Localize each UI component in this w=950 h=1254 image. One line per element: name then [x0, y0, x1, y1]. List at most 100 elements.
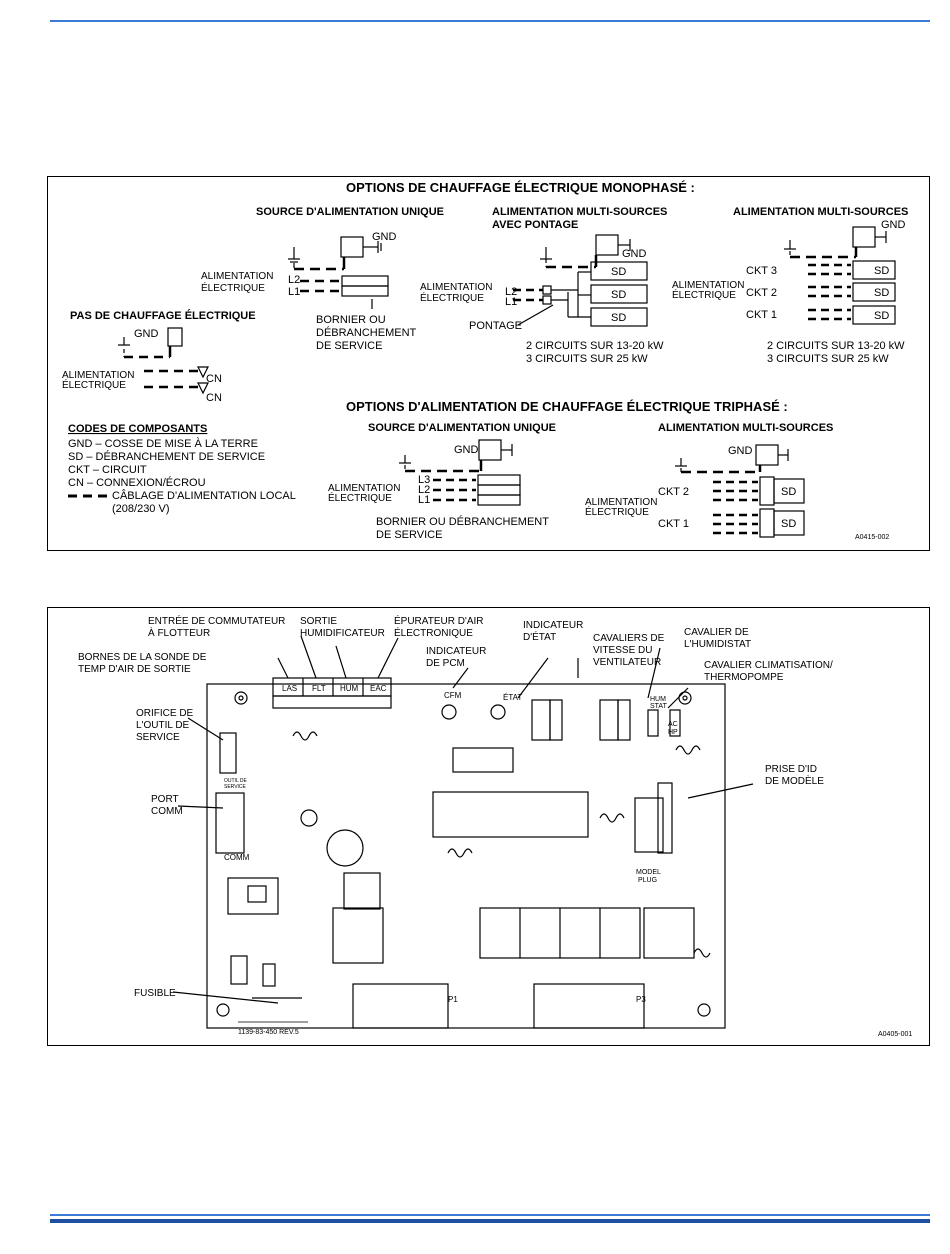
- multi-source-label: ALIMENTATION MULTI-SOURCES: [733, 206, 908, 218]
- three-phase-title: OPTIONS D'ALIMENTATION DE CHAUFFAGE ÉLEC…: [346, 399, 788, 414]
- board-outline: [206, 683, 726, 1029]
- supply-label-2: ÉLECTRIQUE: [201, 281, 265, 294]
- bridge-supply-1: ALIMENTATION: [420, 282, 492, 293]
- board-hum: HUM: [340, 684, 359, 693]
- ac-hp-jumper-label-2: THERMOPOMPE: [704, 672, 784, 683]
- codes-title: CODES DE COMPOSANTS: [68, 423, 207, 435]
- three-single-label: SOURCE D'ALIMENTATION UNIQUE: [368, 422, 556, 434]
- fuse-label: FUSIBLE: [134, 988, 176, 999]
- float-switch-label-1: ENTRÉE DE COMMUTATEUR: [148, 614, 285, 627]
- three-sd-1: SD: [781, 518, 796, 530]
- board-outil-1: OUTIL DE: [224, 778, 248, 784]
- probe-label-2: TEMP D'AIR DE SORTIE: [78, 664, 191, 675]
- multi-supply-2: ÉLECTRIQUE: [672, 288, 736, 301]
- ac-hp-jumper-label-1: CAVALIER CLIMATISATION/: [704, 660, 833, 671]
- cn-label-2: CN: [206, 392, 222, 404]
- l2-label: L2: [288, 274, 300, 286]
- footer-rule-thick: [50, 1219, 930, 1223]
- bridge-sd-1: SD: [611, 266, 626, 278]
- board-eac: EAC: [370, 684, 387, 693]
- single-phase-title: OPTIONS DE CHAUFFAGE ÉLECTRIQUE MONOPHAS…: [346, 180, 695, 195]
- fan-jumper-label-1: CAVALIERS DE: [593, 633, 665, 644]
- code-gnd: GND – COSSE DE MISE À LA TERRE: [68, 437, 258, 450]
- three-supply-1: ALIMENTATION: [328, 483, 400, 494]
- single-source-label: SOURCE D'ALIMENTATION UNIQUE: [256, 206, 444, 218]
- ckt1-label: CKT 1: [746, 309, 777, 321]
- code-wire-2: (208/230 V): [112, 503, 169, 515]
- service-port-label-2: L'OUTIL DE: [136, 720, 190, 731]
- bornier-label-2: DÉBRANCHEMENT: [316, 326, 417, 339]
- board-model-1: MODEL: [636, 869, 661, 876]
- bridge-supply-2: ÉLECTRIQUE: [420, 291, 484, 304]
- electric-heat-wiring-figure: OPTIONS DE CHAUFFAGE ÉLECTRIQUE MONOPHAS…: [47, 176, 930, 551]
- board-model-2: PLUG: [638, 877, 657, 884]
- three-l2: L2: [418, 484, 430, 496]
- board-humstat-2: STAT: [650, 703, 668, 710]
- wiring-diagram-svg: OPTIONS DE CHAUFFAGE ÉLECTRIQUE MONOPHAS…: [62, 180, 908, 541]
- board-flt: FLT: [312, 684, 326, 693]
- fan-jumper-label-2: VITESSE DU: [593, 645, 652, 656]
- service-port-label-1: ORIFICE DE: [136, 708, 194, 719]
- code-cn: CN – CONNEXION/ÉCROU: [68, 476, 206, 489]
- multi-sd-2: SD: [874, 287, 889, 299]
- three-l1: L1: [418, 494, 430, 506]
- code-ckt: CKT – CIRCUIT: [68, 464, 147, 476]
- board-comm: COMM: [224, 853, 250, 862]
- no-heat-supply-1: ALIMENTATION: [62, 370, 134, 381]
- pontage-label: PONTAGE: [469, 320, 522, 332]
- board-p1: P1: [448, 995, 458, 1004]
- no-heat-gnd: GND: [134, 328, 159, 340]
- board-part-number: 1139-83-450 REV.5: [238, 1029, 299, 1036]
- control-board-figure: ENTRÉE DE COMMUTATEUR À FLOTTEUR SORTIE …: [47, 607, 930, 1046]
- humidistat-jumper-label-2: L'HUMIDISTAT: [684, 639, 751, 650]
- board-humstat-1: HUM: [650, 696, 666, 703]
- l1-label: L1: [288, 286, 300, 298]
- three-multi-supply-2: ÉLECTRIQUE: [585, 505, 649, 518]
- three-supply-2: ÉLECTRIQUE: [328, 491, 392, 504]
- no-heat-title: PAS DE CHAUFFAGE ÉLECTRIQUE: [70, 309, 256, 322]
- comm-port-label-2: COMM: [151, 806, 183, 817]
- multi-bridge-label-2: AVEC PONTAGE: [492, 219, 578, 231]
- bridge-l2: L2: [505, 286, 517, 298]
- bridge-circuits-1: 2 CIRCUITS SUR 13-20 kW: [526, 340, 664, 352]
- figure2-id: A0405-001: [878, 1031, 912, 1038]
- multi-gnd: GND: [881, 219, 906, 231]
- bridge-l1: L1: [505, 296, 517, 308]
- board-cfm: CFM: [444, 691, 462, 700]
- code-sd: SD – DÉBRANCHEMENT DE SERVICE: [68, 450, 265, 463]
- three-bornier-1: BORNIER OU DÉBRANCHEMENT: [376, 515, 549, 528]
- bridge-gnd: GND: [622, 248, 647, 260]
- board-las: LAS: [282, 684, 297, 693]
- pcm-indicator-label-2: DE PCM: [426, 658, 465, 669]
- bridge-sd-3: SD: [611, 312, 626, 324]
- board-ac: AC: [668, 721, 678, 728]
- probe-label-1: BORNES DE LA SONDE DE: [78, 652, 207, 663]
- three-gnd: GND: [454, 444, 479, 456]
- three-multi-gnd: GND: [728, 445, 753, 457]
- ckt3-label: CKT 3: [746, 265, 777, 277]
- bornier-label-1: BORNIER OU: [316, 314, 386, 326]
- multi-sd-1: SD: [874, 310, 889, 322]
- three-ckt1: CKT 1: [658, 518, 689, 530]
- model-id-label-2: DE MODÈLE: [765, 774, 824, 787]
- status-indicator-label-2: D'ÉTAT: [523, 630, 556, 643]
- bridge-circuits-2: 3 CIRCUITS SUR 25 kW: [526, 353, 648, 365]
- multi-sd-3: SD: [874, 265, 889, 277]
- header-rule: [50, 20, 930, 22]
- gnd-label: GND: [372, 231, 397, 243]
- control-board-svg: ENTRÉE DE COMMUTATEUR À FLOTTEUR SORTIE …: [78, 614, 912, 1038]
- ckt2-label: CKT 2: [746, 287, 777, 299]
- board-p3: P3: [636, 995, 646, 1004]
- three-ckt2: CKT 2: [658, 486, 689, 498]
- multi-circuits-1: 2 CIRCUITS SUR 13-20 kW: [767, 340, 905, 352]
- humidistat-jumper-label-1: CAVALIER DE: [684, 627, 749, 638]
- cn-label-1: CN: [206, 373, 222, 385]
- bornier-label-3: DE SERVICE: [316, 340, 382, 352]
- three-sd-2: SD: [781, 486, 796, 498]
- humid-out-label-1: SORTIE: [300, 616, 337, 627]
- humid-out-label-2: HUMIDIFICATEUR: [300, 628, 385, 639]
- supply-label-1: ALIMENTATION: [201, 271, 273, 282]
- status-indicator-label-1: INDICATEUR: [523, 620, 583, 631]
- eac-label-1: ÉPURATEUR D'AIR: [394, 614, 484, 627]
- three-l3: L3: [418, 474, 430, 486]
